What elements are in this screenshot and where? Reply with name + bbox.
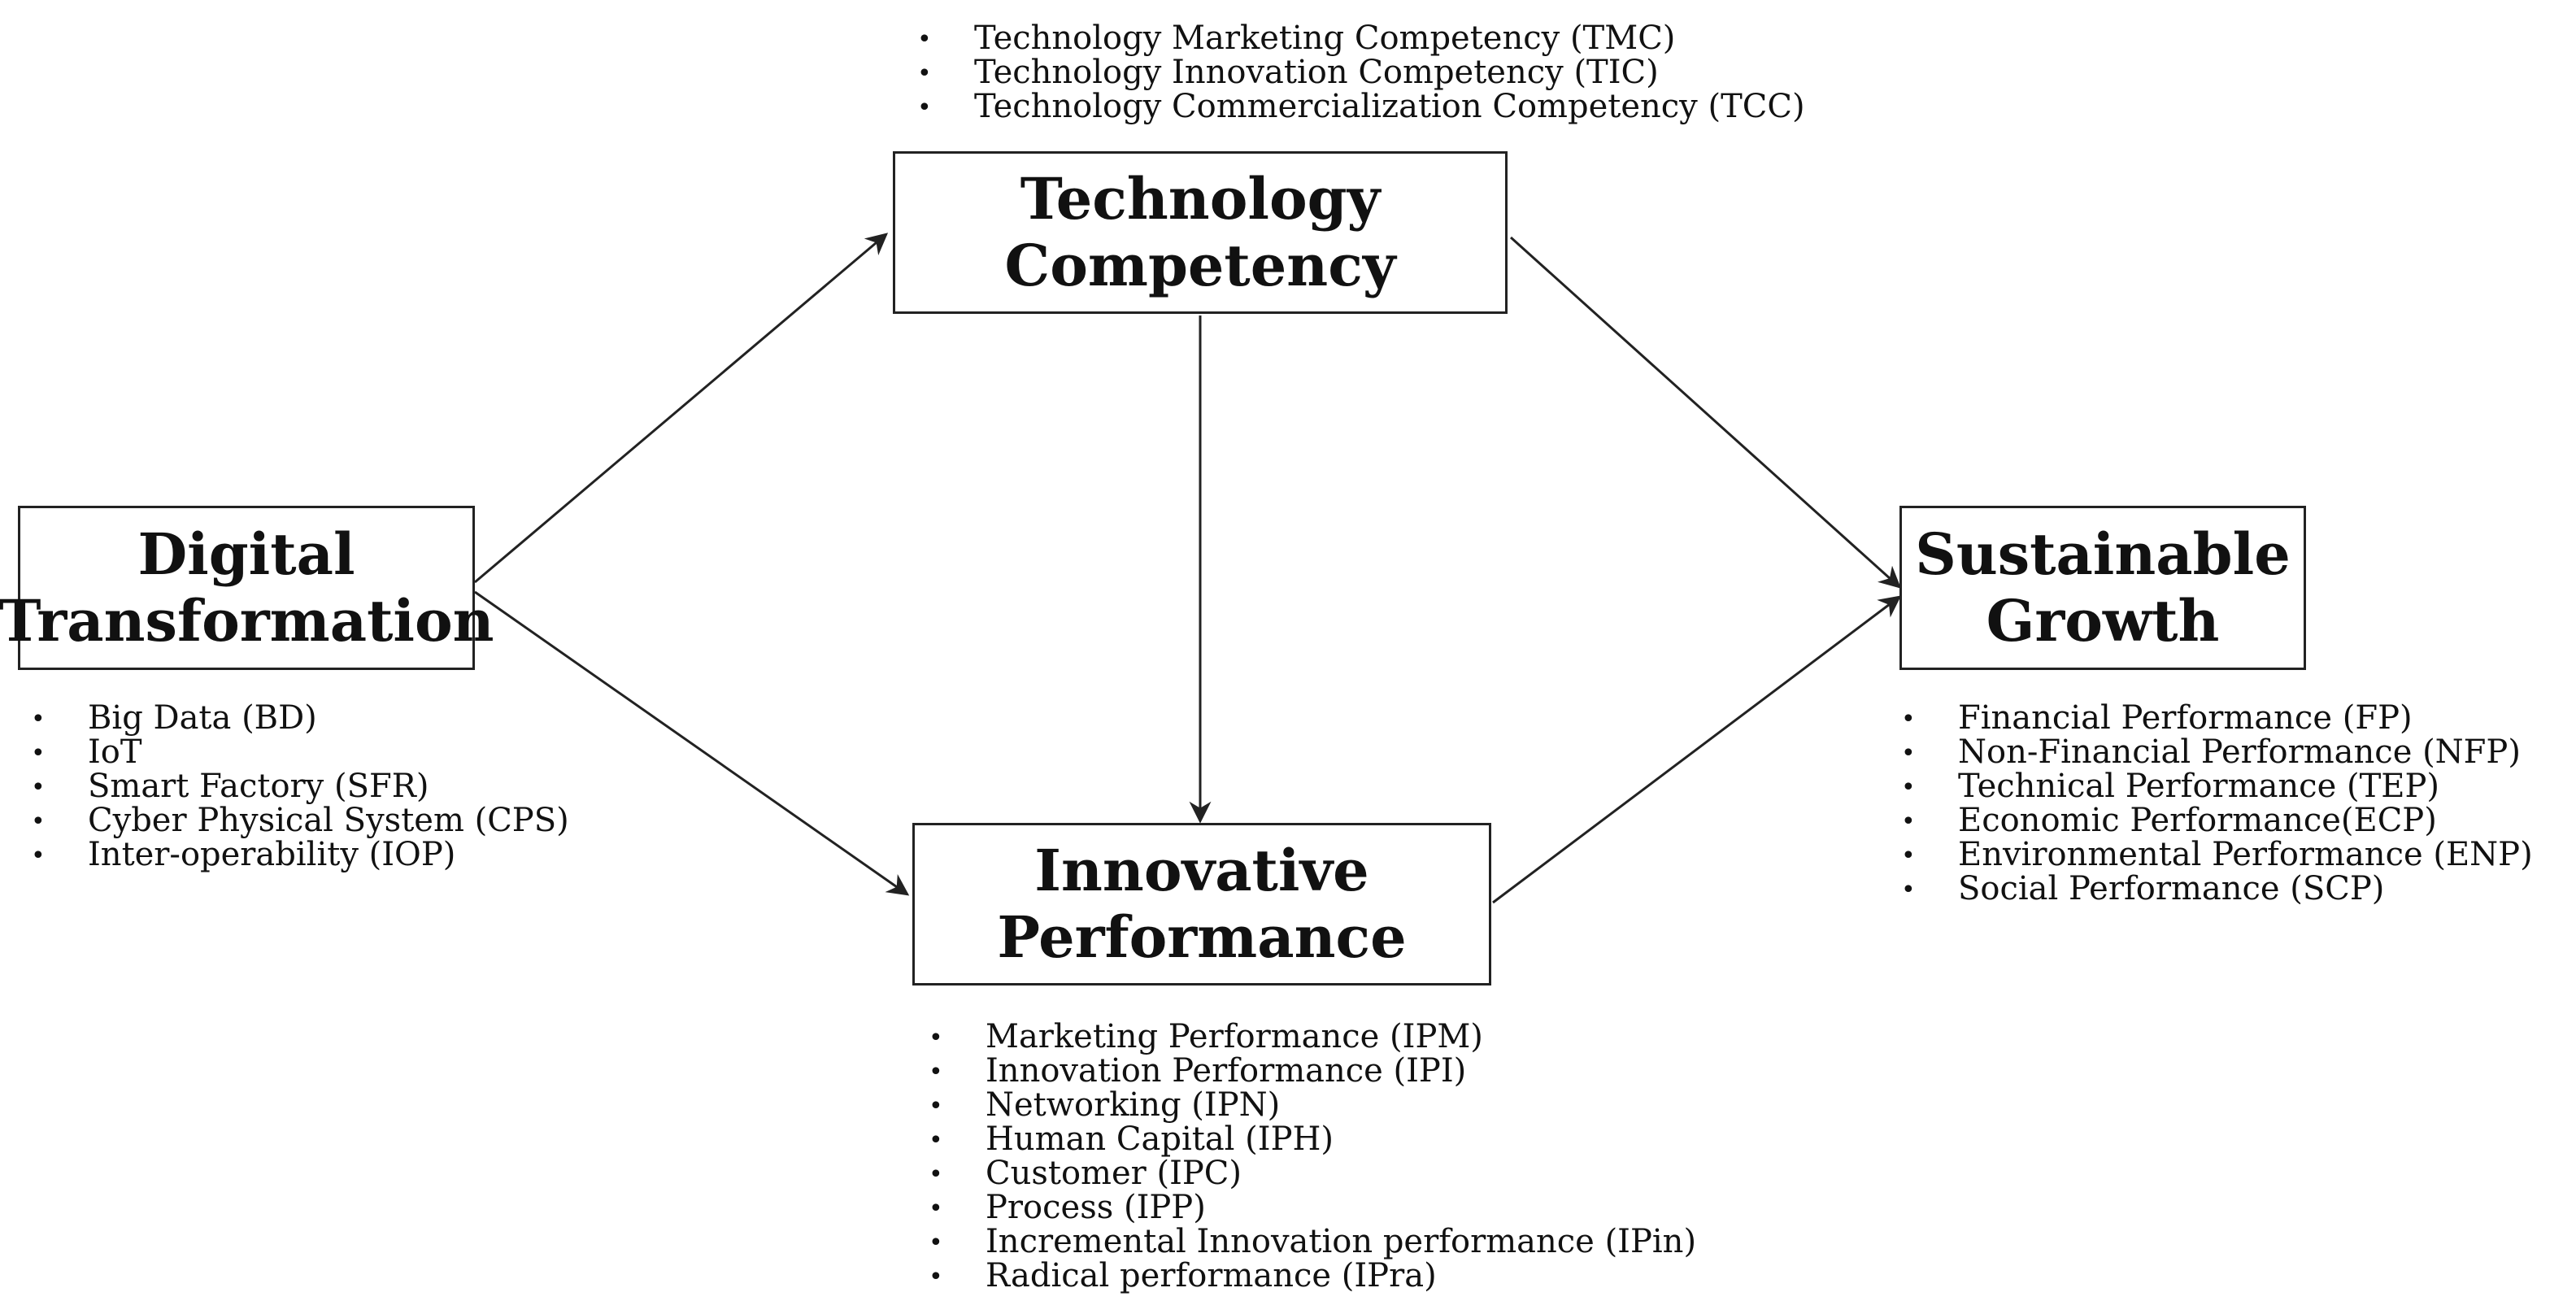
digital-transformation-title: Digital Transformation [0,520,494,655]
sustainable-growth-title: Sustainable Growth [1915,520,2291,655]
list-item: Social Performance (SCP) [1901,872,2533,907]
sustainable-growth-items: Financial Performance (FP) Non-Financial… [1901,701,2533,907]
technology-competency-items: Technology Marketing Competency (TMC) Te… [917,21,1805,125]
list-item: Non-Financial Performance (NFP) [1901,735,2533,771]
innovative-performance-items: Marketing Performance (IPM) Innovation P… [929,1020,1696,1294]
innovative-performance-box: Innovative Performance [912,823,1491,985]
list-item: Big Data (BD) [31,701,569,737]
list-item: Technology Commercialization Competency … [917,89,1805,125]
edge-tc-to-sg [1509,236,1902,589]
list-item: Human Capital (IPH) [929,1122,1696,1158]
innovative-performance-title: Innovative Performance [997,837,1407,971]
list-item: Cyber Physical System (CPS) [31,803,569,839]
edge-dt-to-ip [474,590,910,896]
list-item: Technical Performance (TEP) [1901,769,2533,805]
digital-transformation-box: Digital Transformation [0,506,494,670]
list-item: Marketing Performance (IPM) [929,1020,1696,1055]
digital-transformation-items: Big Data (BD) IoT Smart Factory (SFR) Cy… [31,701,569,873]
list-item: Incremental Innovation performance (IPin… [929,1225,1696,1260]
list-item: Inter-operability (IOP) [31,838,569,873]
list-item: Financial Performance (FP) [1901,701,2533,737]
list-item: Process (IPP) [929,1190,1696,1226]
list-item: Networking (IPN) [929,1088,1696,1124]
technology-competency-box: Technology Competency [893,151,1508,314]
sustainable-growth-box: Sustainable Growth [1899,506,2306,670]
list-item: Environmental Performance (ENP) [1901,838,2533,873]
edge-ip-to-sg [1492,595,1902,904]
edge-dt-to-tc [474,233,889,584]
list-item: Innovation Performance (IPI) [929,1054,1696,1090]
technology-competency-title: Technology Competency [1004,165,1396,299]
list-item: Technology Innovation Competency (TIC) [917,55,1805,91]
list-item: Economic Performance(ECP) [1901,803,2533,839]
list-item: IoT [31,735,569,771]
list-item: Technology Marketing Competency (TMC) [917,21,1805,57]
list-item: Customer (IPC) [929,1156,1696,1192]
list-item: Radical performance (IPra) [929,1259,1696,1294]
list-item: Smart Factory (SFR) [31,769,569,805]
